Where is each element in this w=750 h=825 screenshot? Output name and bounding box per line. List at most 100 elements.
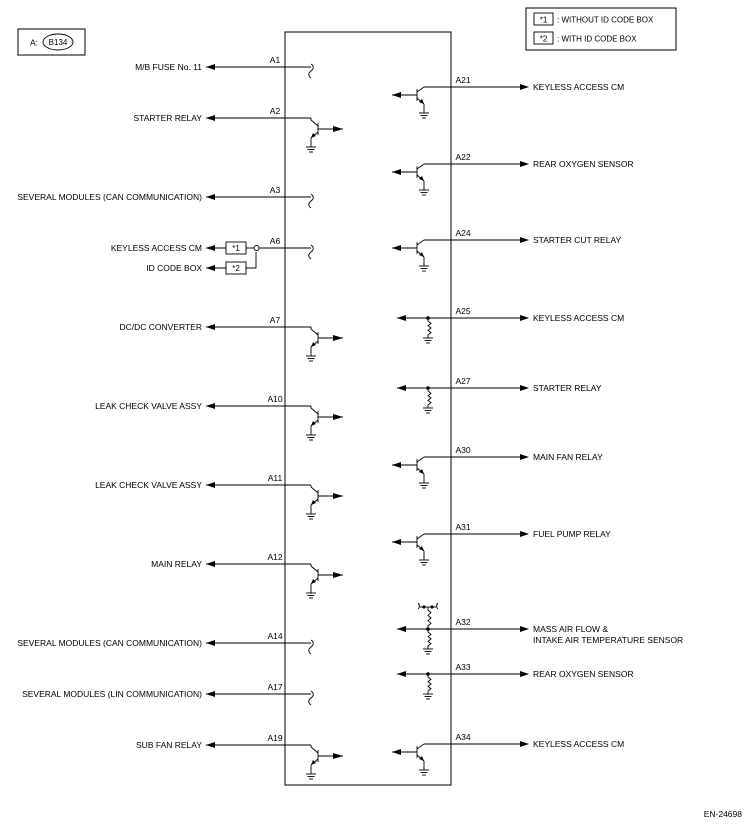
arrowhead (206, 742, 215, 748)
emitter-arrow (419, 469, 424, 474)
arrowhead (520, 741, 529, 747)
terminal-label-2: INTAKE AIR TEMPERATURE SENSOR (533, 635, 683, 645)
pin-label: A24 (455, 228, 470, 238)
terminal-label: MASS AIR FLOW & (533, 624, 608, 634)
collector (310, 486, 319, 494)
arrowhead (520, 161, 529, 167)
terminal-label: MAIN FAN RELAY (533, 452, 603, 462)
terminal-label: STARTER RELAY (134, 113, 203, 123)
shield-mark (308, 63, 314, 79)
collector (416, 163, 425, 170)
arrowhead (206, 640, 215, 646)
resistor (427, 318, 432, 338)
collector (310, 746, 319, 754)
terminal-label: KEYLESS ACCESS CM (533, 82, 624, 92)
collector (310, 407, 319, 415)
collector (416, 86, 425, 93)
emitter-arrow (311, 342, 316, 347)
legend-text-1: : WITHOUT ID CODE BOX (557, 16, 654, 25)
terminal-a6: KEYLESS ACCESS CM*1A6 (111, 236, 314, 260)
terminal-a11: LEAK CHECK VALVE ASSY A11 (95, 473, 343, 520)
emitter-arrow (311, 579, 316, 584)
arrowhead (397, 626, 406, 632)
collector (310, 565, 319, 573)
pin-label: A2 (270, 106, 281, 116)
arrowhead (206, 115, 215, 121)
pin-label: A14 (267, 631, 282, 641)
collector (310, 328, 319, 336)
arrowhead (397, 385, 406, 391)
terminal-label: SEVERAL MODULES (CAN COMMUNICATION) (17, 192, 202, 202)
emitter-arrow (311, 760, 316, 765)
emitter-arrow (419, 546, 424, 551)
shield-mark (308, 244, 314, 260)
junction (430, 605, 434, 609)
branch-mark: *2 (232, 264, 240, 273)
legend-mark-2: *2 (540, 35, 548, 44)
terminal-label: MAIN RELAY (151, 559, 202, 569)
shield-mark (308, 690, 314, 706)
collector (310, 119, 319, 127)
pin-label: A30 (455, 445, 470, 455)
arrowhead (520, 237, 529, 243)
terminal-a30: MAIN FAN RELAY A30 (392, 445, 603, 489)
shield-mark (436, 602, 439, 610)
branch-mark: *1 (232, 244, 240, 253)
connector-code: B134 (49, 38, 68, 47)
arrowhead (397, 671, 406, 677)
resistor (427, 629, 432, 649)
emitter-arrow (311, 421, 316, 426)
pin-label: A27 (455, 376, 470, 386)
emitter-arrow (311, 133, 316, 138)
collector (416, 456, 425, 463)
terminal-label: LEAK CHECK VALVE ASSY (95, 480, 202, 490)
terminal-label: FUEL PUMP RELAY (533, 529, 611, 539)
collector (416, 239, 425, 246)
wire (246, 252, 257, 269)
arrowhead (520, 84, 529, 90)
terminal-label: STARTER RELAY (533, 383, 602, 393)
terminal-label: SEVERAL MODULES (LIN COMMUNICATION) (22, 689, 202, 699)
pin-label: A32 (455, 617, 470, 627)
emitter-arrow (419, 99, 424, 104)
arrowhead (520, 671, 529, 677)
terminal-a2: STARTER RELAY A2 (134, 106, 343, 153)
legend-text-2: : WITH ID CODE BOX (557, 35, 637, 44)
arrowhead (520, 454, 529, 460)
pin-label: A21 (455, 75, 470, 85)
pin-label: A22 (455, 152, 470, 162)
shield-mark (308, 639, 314, 655)
resistor (427, 388, 432, 408)
terminal-label: LEAK CHECK VALVE ASSY (95, 401, 202, 411)
arrowhead (206, 561, 215, 567)
collector (416, 743, 425, 750)
terminal-label: STARTER CUT RELAY (533, 235, 621, 245)
pin-label: A34 (455, 732, 470, 742)
resistor (427, 607, 432, 629)
arrowhead (397, 315, 406, 321)
terminal-label: KEYLESS ACCESS CM (533, 313, 624, 323)
connector-prefix: A: (30, 38, 38, 48)
emitter-arrow (419, 252, 424, 257)
arrowhead (206, 482, 215, 488)
resistor (427, 674, 432, 694)
arrowhead (206, 265, 215, 271)
pin-label: A10 (267, 394, 282, 404)
arrowhead (206, 194, 215, 200)
terminal-label: M/B FUSE No. 11 (135, 62, 202, 72)
terminal-a32: MASS AIR FLOW &INTAKE AIR TEMPERATURE SE… (397, 602, 683, 655)
pin-label: A7 (270, 315, 281, 325)
pin-label: A33 (455, 662, 470, 672)
terminal-label: KEYLESS ACCESS CM (111, 243, 202, 253)
pin-label: A11 (268, 473, 283, 483)
